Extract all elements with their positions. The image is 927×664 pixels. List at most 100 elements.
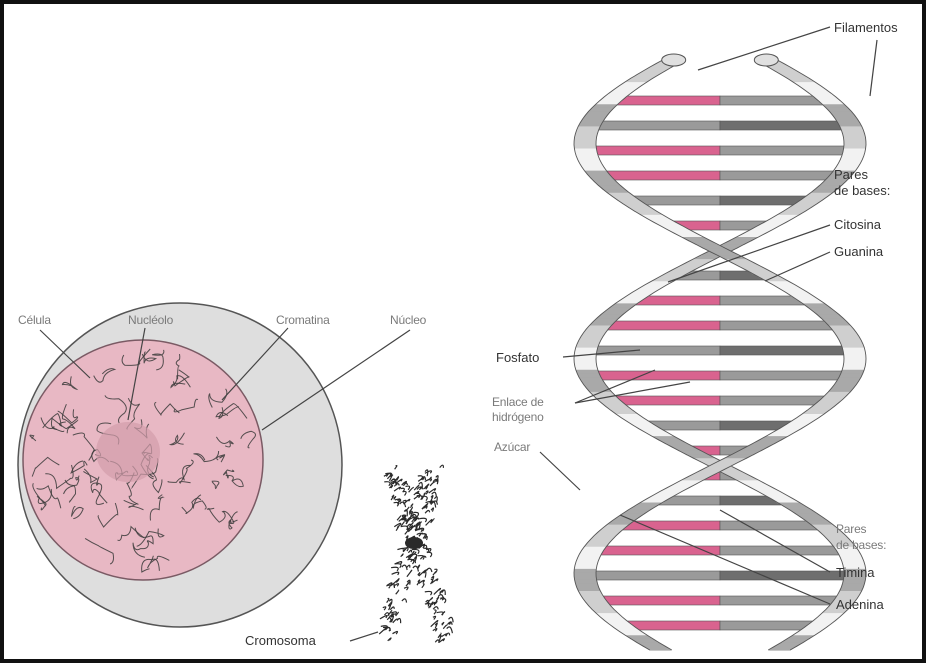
base-right: [720, 396, 831, 405]
chromosome-fiber: [406, 584, 408, 587]
backbone-strand-b: [580, 163, 604, 167]
chromosome-fiber: [422, 584, 424, 588]
chromosome-fiber: [411, 526, 413, 530]
chromosome-fiber: [380, 616, 387, 619]
leader-cromosoma: [350, 632, 378, 641]
backbone-strand-a: [581, 333, 606, 337]
label-nucleolo: Nucléolo: [128, 313, 173, 328]
label-celula: Célula: [18, 313, 51, 328]
backbone-strand-a: [833, 115, 858, 119]
chromosome-fiber: [447, 627, 453, 633]
backbone-strand-b: [835, 333, 860, 337]
backbone-strand-b: [578, 160, 602, 164]
backbone-strand-b: [842, 348, 865, 352]
backbone-strand-a: [841, 584, 864, 588]
base-right: [720, 571, 855, 580]
backbone-strand-b: [583, 598, 608, 602]
chromosome-fiber: [387, 618, 391, 623]
backbone-strand-b: [580, 595, 604, 599]
backbone-strand-b: [841, 344, 864, 348]
label-nucleo: Núcleo: [390, 313, 426, 328]
chromosome-fiber: [440, 465, 444, 468]
backbone-strand-a: [840, 587, 864, 591]
base-right: [720, 596, 845, 605]
label-adenina: Adenina: [836, 597, 884, 612]
backbone-strand-a: [577, 373, 601, 377]
backbone-strand-b: [839, 373, 863, 377]
chromosome-fiber: [393, 619, 398, 623]
chromosome-fiber: [431, 508, 433, 512]
backbone-strand-b: [585, 112, 610, 116]
base-left: [618, 521, 720, 530]
leader-filamentos-2: [870, 40, 877, 96]
backbone-strand-a: [844, 145, 866, 149]
base-left: [589, 371, 720, 380]
backbone-strand-a: [843, 580, 866, 584]
backbone-strand-b: [575, 130, 598, 134]
chromosome-fiber: [426, 491, 428, 494]
chromosome-fiber: [430, 482, 435, 486]
chromosome-fiber: [435, 623, 437, 628]
base-right: [720, 346, 854, 355]
label-pares-b-2: de bases:: [836, 538, 886, 553]
label-filamentos: Filamentos: [834, 20, 898, 35]
chromosome-fiber: [414, 491, 419, 495]
base-left: [593, 546, 720, 555]
backbone-strand-b: [843, 362, 866, 366]
chromosome-fiber: [419, 518, 426, 522]
chromosome-fiber: [418, 478, 424, 482]
label-enlace-2: hidrógeno: [492, 410, 544, 425]
base-right: [720, 146, 854, 155]
chromosome-fiber: [387, 598, 389, 602]
backbone-strand-a: [835, 119, 859, 123]
chromosome-fiber: [433, 616, 436, 619]
backbone-strand-a: [838, 160, 862, 164]
chromosome-fiber: [435, 640, 439, 643]
backbone-strand-a: [840, 156, 864, 160]
chromosome-fiber: [443, 625, 446, 629]
backbone-strand-a: [830, 112, 855, 116]
backbone-strand-b: [576, 584, 599, 588]
backbone-strand-a: [842, 152, 865, 156]
chromosome-fiber: [408, 550, 411, 553]
base-left: [595, 596, 720, 605]
chromosome-fiber: [397, 619, 401, 624]
backbone-strand-b: [576, 558, 600, 562]
label-citosina: Citosina: [834, 217, 881, 232]
chromosome-fiber: [406, 486, 410, 490]
backbone-strand-b: [837, 337, 861, 341]
base-left: [586, 146, 720, 155]
chromosome-fiber: [423, 571, 426, 577]
backbone-strand-b: [577, 126, 601, 130]
chromosome-fiber: [394, 487, 400, 491]
backbone-strand-b: [584, 171, 609, 175]
backbone-strand-b: [582, 167, 607, 171]
backbone-strand-b: [832, 385, 857, 389]
strand-end-cap: [754, 54, 778, 66]
chromosome-fiber: [391, 567, 398, 571]
backbone-strand-a: [844, 141, 866, 145]
backbone-strand-b: [574, 149, 597, 153]
chromosome-fiber: [391, 616, 393, 622]
chromosome-fiber: [390, 607, 394, 610]
chromosome-fiber: [434, 610, 436, 614]
chromosome-fiber: [418, 565, 420, 569]
chromosome-fiber: [407, 570, 412, 576]
backbone-strand-b: [575, 152, 598, 156]
backbone-strand-b: [839, 340, 863, 344]
base-left: [590, 121, 720, 130]
backbone-strand-a: [575, 348, 598, 352]
nucleolus: [96, 422, 160, 482]
chromosome-fiber: [401, 488, 404, 492]
chromosome-fiber: [425, 591, 432, 595]
centromere: [405, 537, 423, 549]
chromosome-fiber: [404, 587, 408, 590]
backbone-strand-b: [574, 569, 596, 573]
chromosome-fiber: [401, 554, 403, 557]
backbone-strand-b: [577, 587, 601, 591]
chromosome-fiber: [403, 481, 406, 484]
chromosome-fiber: [384, 482, 390, 486]
backbone-strand-b: [586, 602, 611, 606]
backbone-strand-b: [844, 355, 866, 359]
